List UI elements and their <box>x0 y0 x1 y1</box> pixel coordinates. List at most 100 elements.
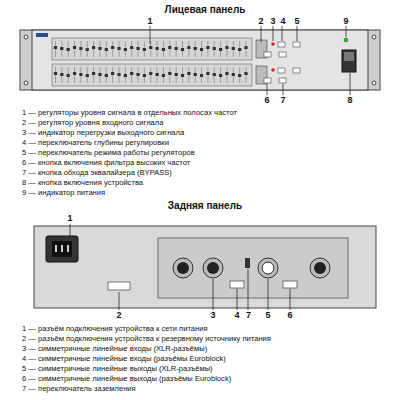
legend-item: 9 — индикатор питания <box>22 189 105 198</box>
range-switch <box>278 42 285 47</box>
xlr-socket <box>177 262 189 274</box>
xlr-output <box>173 258 193 278</box>
slider-knob <box>86 48 89 51</box>
leader-line <box>150 26 151 44</box>
leader-line <box>213 279 214 311</box>
callout-number: 4 <box>233 310 240 320</box>
channel-controls <box>256 40 300 84</box>
slider-knob <box>124 74 127 77</box>
xlr-socket <box>314 262 326 274</box>
xlr-input <box>203 258 223 278</box>
slider-knob <box>225 46 228 49</box>
legend-item: 4 — симметричные линейные входы (разъёмы… <box>22 355 226 364</box>
slider-knob <box>149 72 152 75</box>
leader-line <box>268 279 269 311</box>
callout-number: 7 <box>245 310 252 320</box>
slider-knob <box>232 73 235 76</box>
backup-power-block <box>108 282 130 290</box>
leader-line <box>261 26 262 42</box>
range-switch <box>278 68 285 73</box>
slider-knob <box>92 72 95 75</box>
leader-line <box>70 224 71 236</box>
leader-line <box>350 73 351 96</box>
bypass-button <box>279 52 286 57</box>
pin <box>61 245 63 252</box>
slider-knob <box>54 46 57 49</box>
euroblock-output <box>283 281 297 288</box>
leader-line <box>297 26 298 41</box>
slider-knob <box>181 48 184 51</box>
slider-knob <box>136 47 139 50</box>
slider-knob <box>143 48 146 51</box>
pin <box>55 245 57 252</box>
callout-number: 9 <box>342 16 349 26</box>
legend-item: 4 — переключатель глубины регулировки <box>22 139 169 148</box>
slider-knob <box>206 72 209 75</box>
slider-knob <box>130 46 133 49</box>
slider-knob <box>200 48 203 51</box>
slider-knob <box>238 48 241 51</box>
legend-item: 8 — кнопка включения устройства <box>22 179 143 188</box>
slider-knob <box>213 47 216 50</box>
callout-number: 6 <box>286 310 293 320</box>
slider-knob <box>86 74 89 77</box>
mode-switch <box>293 68 300 73</box>
slider-knob <box>187 46 190 49</box>
slider-knob <box>156 47 159 50</box>
leader-line <box>346 26 347 37</box>
callout-number: 1 <box>146 16 153 26</box>
callout-number: 7 <box>279 95 286 105</box>
legend-item: 7 — переключатель заземления <box>22 385 136 394</box>
leader-lines <box>70 224 290 311</box>
xlr-connectors <box>173 258 330 278</box>
slider-knob <box>67 74 70 77</box>
slider-knob <box>181 74 184 77</box>
hpf-button <box>264 52 271 57</box>
legend-item: 3 — индикатор перегрузки выходного сигна… <box>22 129 184 138</box>
rack-hole <box>372 81 376 85</box>
legend-item: 6 — кнопка включения фильтра высоких час… <box>22 159 190 168</box>
slider-knob <box>79 47 82 50</box>
power-switch-rocker <box>344 52 354 61</box>
leader-line <box>282 26 283 41</box>
rack-hole <box>24 81 28 85</box>
slider-knob <box>244 72 247 75</box>
power-led <box>344 38 348 42</box>
band-sliders <box>54 41 248 83</box>
callout-number: 5 <box>264 310 271 320</box>
rack-hole <box>372 35 376 39</box>
slider-knob <box>175 73 178 76</box>
slider-knob <box>117 73 120 76</box>
slider-bank <box>52 38 252 60</box>
front-face <box>32 30 368 90</box>
callout-number: 3 <box>269 16 276 26</box>
slider-knob <box>105 48 108 51</box>
slider-knob <box>143 74 146 77</box>
callout-number: 5 <box>293 16 300 26</box>
slider-knob <box>60 47 63 50</box>
callout-number: 3 <box>209 310 216 320</box>
euroblock-input <box>230 281 244 288</box>
slider-knob <box>60 73 63 76</box>
slider-bank <box>52 64 252 86</box>
slider-knob <box>98 73 101 76</box>
slider-knob <box>156 73 159 76</box>
slider-knob <box>98 47 101 50</box>
legend-item: 7 — кнопка обхода эквалайзера (BYPASS) <box>22 169 172 178</box>
slider-knob <box>206 46 209 49</box>
slider-knob <box>194 47 197 50</box>
slider-knob <box>162 48 165 51</box>
xlr-output <box>258 258 278 278</box>
power-switch <box>342 50 356 72</box>
slider-knob <box>219 48 222 51</box>
leader-line <box>237 289 238 311</box>
mains-socket <box>52 241 72 257</box>
legend-item: 3 — симметричные линейные входы (XLR-раз… <box>22 345 207 354</box>
slider-knob <box>111 72 114 75</box>
slider-knob <box>111 46 114 49</box>
bypass-button <box>279 78 286 83</box>
legend-item: 2 — регулятор уровня входного сигнала <box>22 119 163 128</box>
slider-knob <box>219 74 222 77</box>
slider-knob <box>232 47 235 50</box>
leader-line <box>248 269 249 311</box>
